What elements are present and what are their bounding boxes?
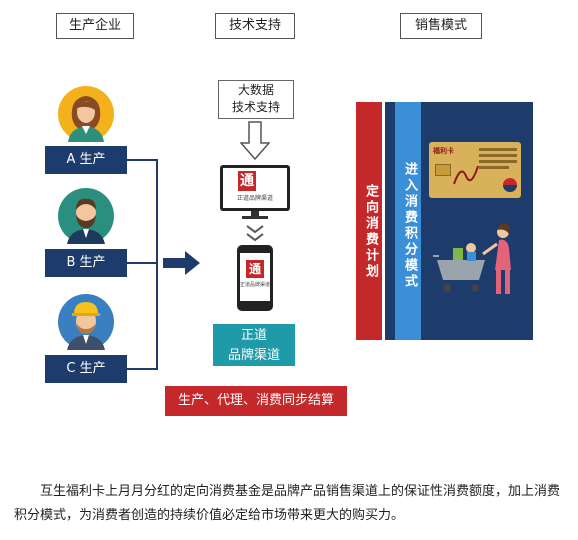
monitor-caption: 正道品牌渠道 [236, 195, 273, 202]
company-a-box: A 生产 [45, 146, 127, 174]
avatar-worker-icon [58, 294, 114, 350]
welfare-card-icon: 福利卡 [429, 142, 521, 198]
brand-channel-box: 正道 品牌渠道 [213, 324, 295, 366]
bigdata-box: 大数据 技术支持 [218, 80, 294, 119]
down-arrow-icon [240, 121, 270, 161]
double-chevron-down-icon [246, 225, 264, 242]
header-sales: 销售模式 [400, 13, 482, 39]
header-producer: 生产企业 [56, 13, 134, 39]
monitor-icon: 通 正道品牌渠道 [220, 165, 290, 221]
card-title: 福利卡 [433, 147, 454, 155]
right-arrow-icon [163, 251, 200, 275]
red-plan-text: 定向消费计划 [363, 184, 378, 280]
brand-line2: 品牌渠道 [227, 348, 280, 363]
sales-panel: 进入消费积分模式 福利卡 [385, 102, 533, 340]
phone-caption: 正道品牌渠道 [240, 282, 271, 288]
avatar-man-beard-icon [58, 188, 114, 244]
bigdata-line2: 技术支持 [231, 100, 280, 114]
blue-points-text: 进入消费积分模式 [402, 162, 417, 290]
shopping-woman-icon [433, 223, 511, 294]
header-tech: 技术支持 [215, 13, 295, 39]
company-b-box: B 生产 [45, 249, 127, 277]
monitor-logo: 通 [238, 171, 256, 191]
red-plan-bar: 定向消费计划 [356, 102, 382, 340]
company-c-box: C 生产 [45, 355, 127, 383]
blue-points-bar: 进入消费积分模式 [395, 102, 421, 340]
settlement-bar: 生产、代理、消费同步结算 [165, 386, 347, 416]
bigdata-line1: 大数据 [237, 83, 274, 97]
phone-logo: 通 [246, 260, 264, 278]
brand-line1: 正道 [240, 328, 267, 343]
phone-icon: 通 正道品牌渠道 [237, 245, 273, 311]
avatar-woman-icon [58, 86, 114, 142]
description-text: 互生福利卡上月月分红的定向消费基金是品牌产品销售渠道上的保证性消费额度，加上消费… [14, 484, 561, 523]
